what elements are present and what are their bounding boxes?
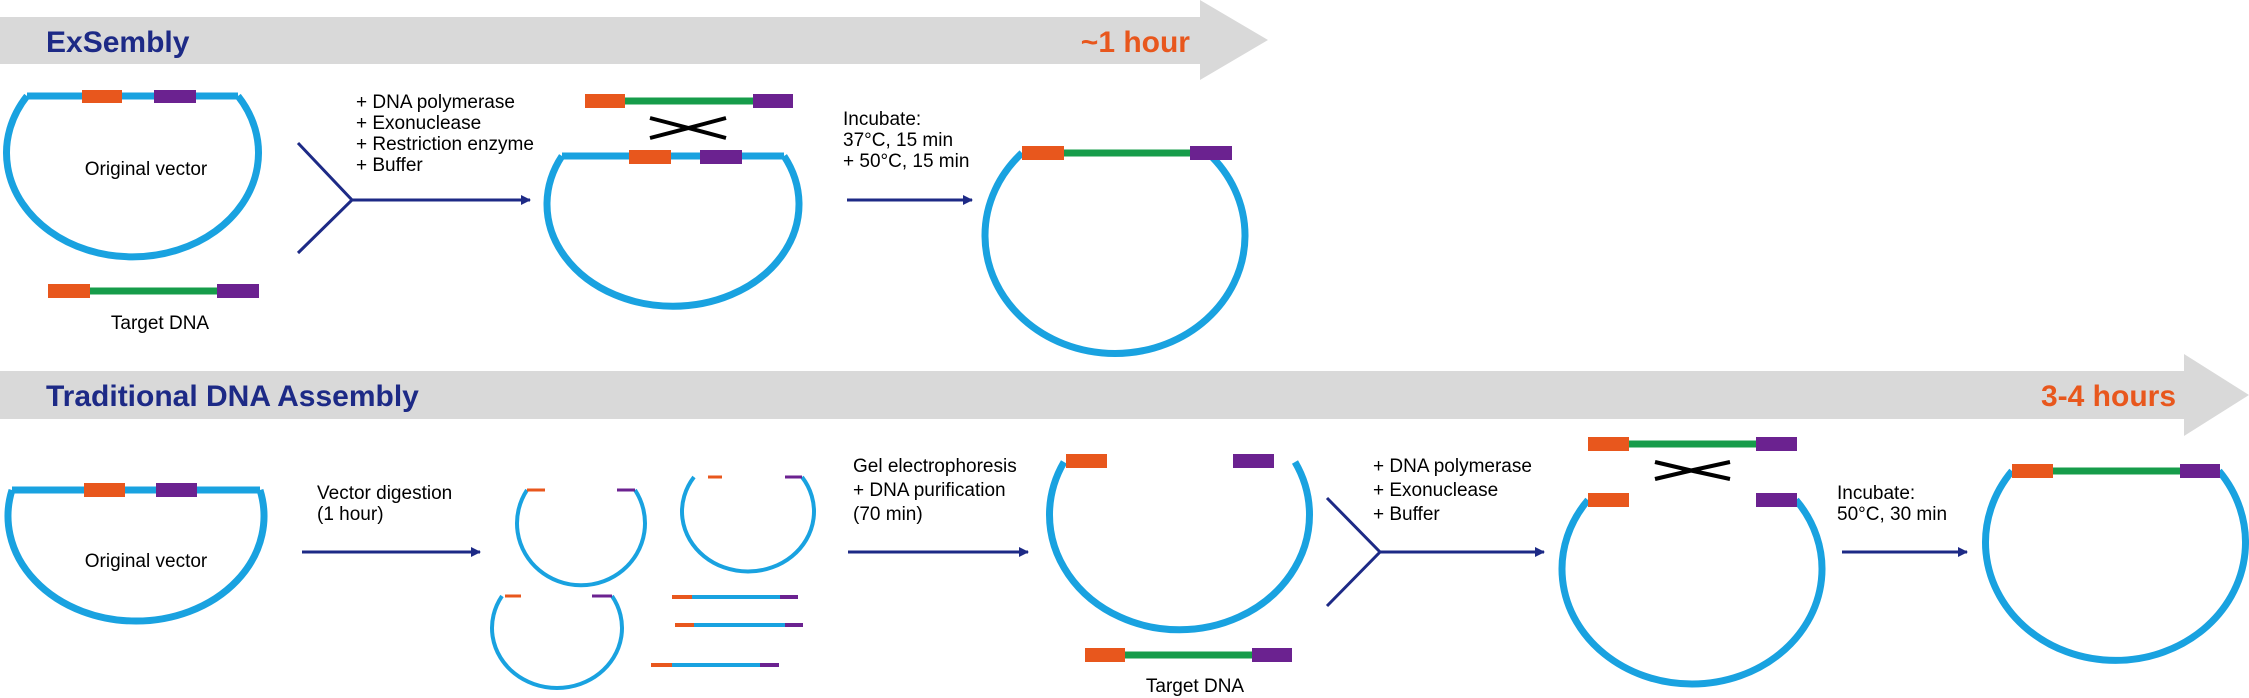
orange-end: [2012, 464, 2053, 478]
cut-vector-fragment: [680, 475, 816, 574]
vector-ring: [1046, 460, 1313, 634]
exsembly-merge-arrow: [296, 141, 531, 255]
traditional-merge-arrow: [1325, 496, 1545, 608]
traditional-title: Traditional DNA Assembly: [46, 380, 419, 413]
cut-vector-fragment: [490, 594, 624, 690]
vector-ring: [1982, 468, 2249, 664]
purple-site: [700, 150, 742, 164]
traditional-time: 3-4 hours: [2041, 380, 2176, 413]
original-vector-label: Original vector: [85, 551, 208, 572]
cross-icon: [649, 116, 727, 140]
purple-end: [753, 94, 793, 108]
traditional-target-dna: Target DNA: [1085, 648, 1292, 697]
exsembly-incubate-conditions: Incubate: 37°C, 15 min + 50°C, 15 min: [843, 109, 969, 172]
vector-digestion-label: Vector digestion (1 hour): [317, 483, 457, 525]
orange-end: [1022, 146, 1064, 160]
orange-end: [1085, 648, 1125, 662]
purple-site: [156, 483, 197, 497]
orange-end: [585, 94, 625, 108]
orange-end: [1066, 454, 1107, 468]
vector-ring: [4, 488, 268, 625]
linearized-vector: [1046, 454, 1313, 634]
cut-vector-fragment: [515, 488, 647, 588]
vector-ring: [981, 150, 1249, 357]
traditional-incubate-conditions: Incubate: 50°C, 30 min: [1837, 483, 1947, 525]
purple-end: [217, 284, 259, 298]
traditional-final-plasmid: [1982, 464, 2249, 664]
exsembly-final-plasmid: [981, 146, 1249, 357]
exsembly-time: ~1 hour: [1081, 26, 1191, 59]
exsembly-header-band: [0, 0, 1268, 80]
purple-site: [154, 90, 196, 103]
vector-ring: [543, 154, 803, 310]
orange-site: [629, 150, 671, 164]
original-vector-label: Original vector: [85, 159, 208, 180]
orange-site: [84, 483, 125, 497]
orange-site: [82, 90, 122, 103]
purple-end: [1233, 454, 1274, 468]
purple-end: [1756, 437, 1797, 451]
exsembly-section: ExSembly ~1 hour Original vector Target …: [0, 0, 1268, 357]
gel-purification-label: Gel electrophoresis + DNA purification (…: [853, 456, 1022, 525]
cross-icon: [1654, 460, 1731, 481]
orange-end: [1588, 437, 1629, 451]
exsembly-target-dna: Target DNA: [48, 284, 259, 334]
vector-ring: [1558, 497, 1826, 688]
exsembly-reagents: + DNA polymerase + Exonuclease + Restric…: [356, 92, 539, 176]
orange-end: [48, 284, 90, 298]
purple-end: [2180, 464, 2220, 478]
exsembly-title: ExSembly: [46, 26, 190, 59]
purple-end: [1252, 648, 1292, 662]
target-dna-label: Target DNA: [111, 313, 210, 334]
traditional-reagents: + DNA polymerase + Exonuclease + Buffer: [1373, 456, 1537, 525]
exsembly-original-vector: Original vector: [3, 90, 262, 261]
traditional-header-band: [0, 354, 2249, 436]
exsembly-mix: [543, 94, 803, 310]
purple-end: [1756, 493, 1797, 507]
vector-ring: [3, 93, 262, 261]
traditional-mix: [1558, 437, 1826, 688]
digested-fragments: [490, 475, 816, 690]
orange-end: [1588, 493, 1629, 507]
target-dna-label: Target DNA: [1146, 676, 1245, 697]
purple-end: [1190, 146, 1232, 160]
traditional-original-vector: Original vector: [4, 483, 268, 625]
traditional-section: Traditional DNA Assembly 3-4 hours Origi…: [0, 354, 2249, 697]
